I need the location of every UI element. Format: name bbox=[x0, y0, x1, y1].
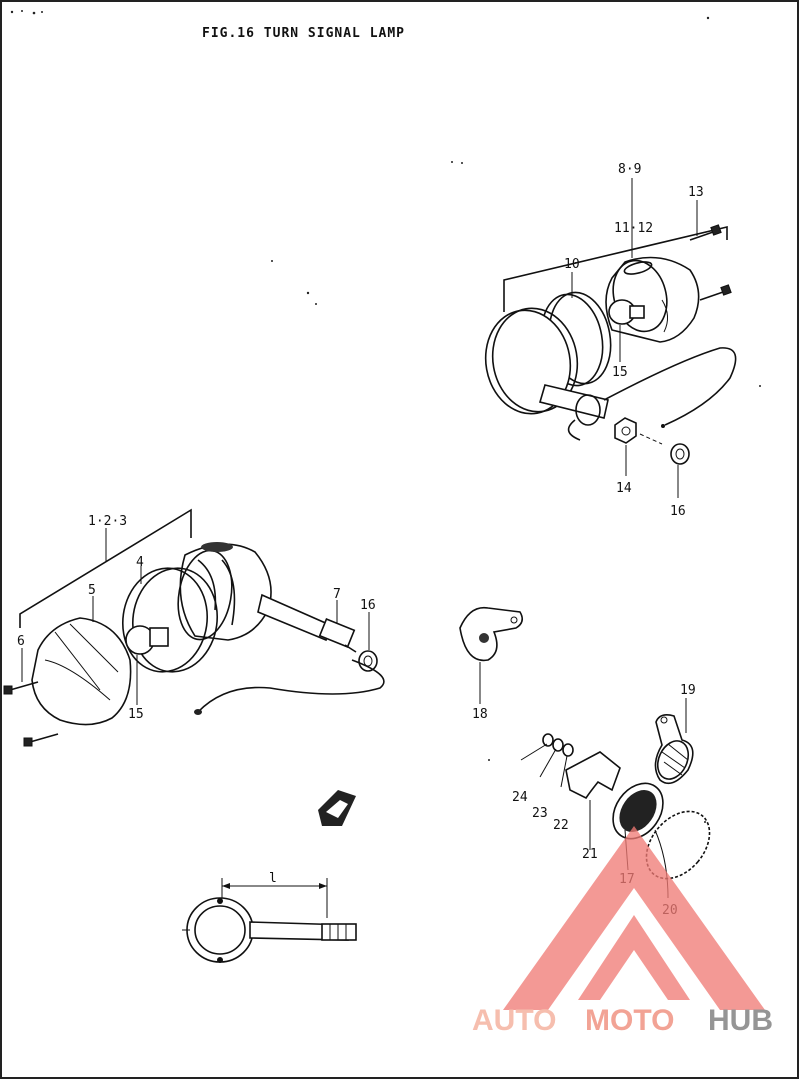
direction-arrow-marker bbox=[318, 790, 356, 826]
dimension-detail bbox=[182, 878, 357, 963]
label-15-upper: 15 bbox=[612, 365, 628, 380]
label-6: 6 bbox=[17, 634, 25, 649]
label-15-left: 15 bbox=[128, 707, 144, 722]
label-21: 21 bbox=[582, 847, 598, 862]
label-10: 10 bbox=[564, 257, 580, 272]
label-16-left: 16 bbox=[360, 598, 376, 613]
label-14: 14 bbox=[616, 481, 632, 496]
lamp-housing-left bbox=[177, 542, 272, 641]
washer-16-upper bbox=[670, 443, 690, 498]
label-18: 18 bbox=[472, 707, 488, 722]
wire-left bbox=[197, 659, 385, 713]
lamp-bracket-18 bbox=[459, 606, 524, 704]
label-22: 22 bbox=[553, 818, 569, 833]
bulb-15-upper bbox=[608, 299, 645, 362]
label-8-9: 8·9 bbox=[618, 162, 641, 177]
screws-13 bbox=[689, 200, 732, 301]
dimension-label-l: l bbox=[269, 871, 277, 886]
nuts-22-23-24 bbox=[520, 733, 574, 788]
bracket-8-9 bbox=[503, 225, 728, 312]
gasket-4 bbox=[121, 566, 219, 673]
watermark-moto: MOTO bbox=[585, 1004, 674, 1037]
washer-16-left bbox=[358, 612, 378, 672]
label-19: 19 bbox=[680, 683, 696, 698]
wire-end-left bbox=[194, 709, 202, 715]
watermark-hub: HUB bbox=[708, 1004, 773, 1037]
screws-6 bbox=[3, 648, 59, 747]
scan-specks bbox=[10, 10, 761, 823]
label-13: 13 bbox=[688, 185, 704, 200]
watermark-auto: AUTO bbox=[472, 1004, 556, 1037]
lens-5 bbox=[31, 596, 132, 726]
reflector-bracket-21 bbox=[565, 751, 621, 850]
label-23: 23 bbox=[532, 806, 548, 821]
callout-labels: 8·9 13 11·12 10 15 14 16 1·2·3 4 5 6 7 1… bbox=[17, 162, 704, 918]
label-4: 4 bbox=[136, 555, 144, 570]
upper-turn-signal-assembly bbox=[484, 178, 737, 498]
bulb-15-left bbox=[125, 625, 169, 705]
stem-and-wire-upper bbox=[538, 347, 737, 441]
automotohub-logo: AUTO MOTO HUB bbox=[472, 826, 773, 1037]
figure-title: FIG.16 TURN SIGNAL LAMP bbox=[202, 26, 405, 41]
label-16-upper: 16 bbox=[670, 504, 686, 519]
reflector-bracket-19 bbox=[654, 698, 694, 785]
label-24: 24 bbox=[512, 790, 528, 805]
label-11-12: 11·12 bbox=[614, 221, 653, 236]
left-turn-signal-assembly bbox=[3, 508, 385, 747]
label-1-2-3: 1·2·3 bbox=[88, 514, 127, 529]
mounting-arm-left bbox=[257, 593, 357, 653]
label-7: 7 bbox=[333, 587, 341, 602]
label-5: 5 bbox=[88, 583, 96, 598]
nut-14 bbox=[614, 417, 663, 476]
